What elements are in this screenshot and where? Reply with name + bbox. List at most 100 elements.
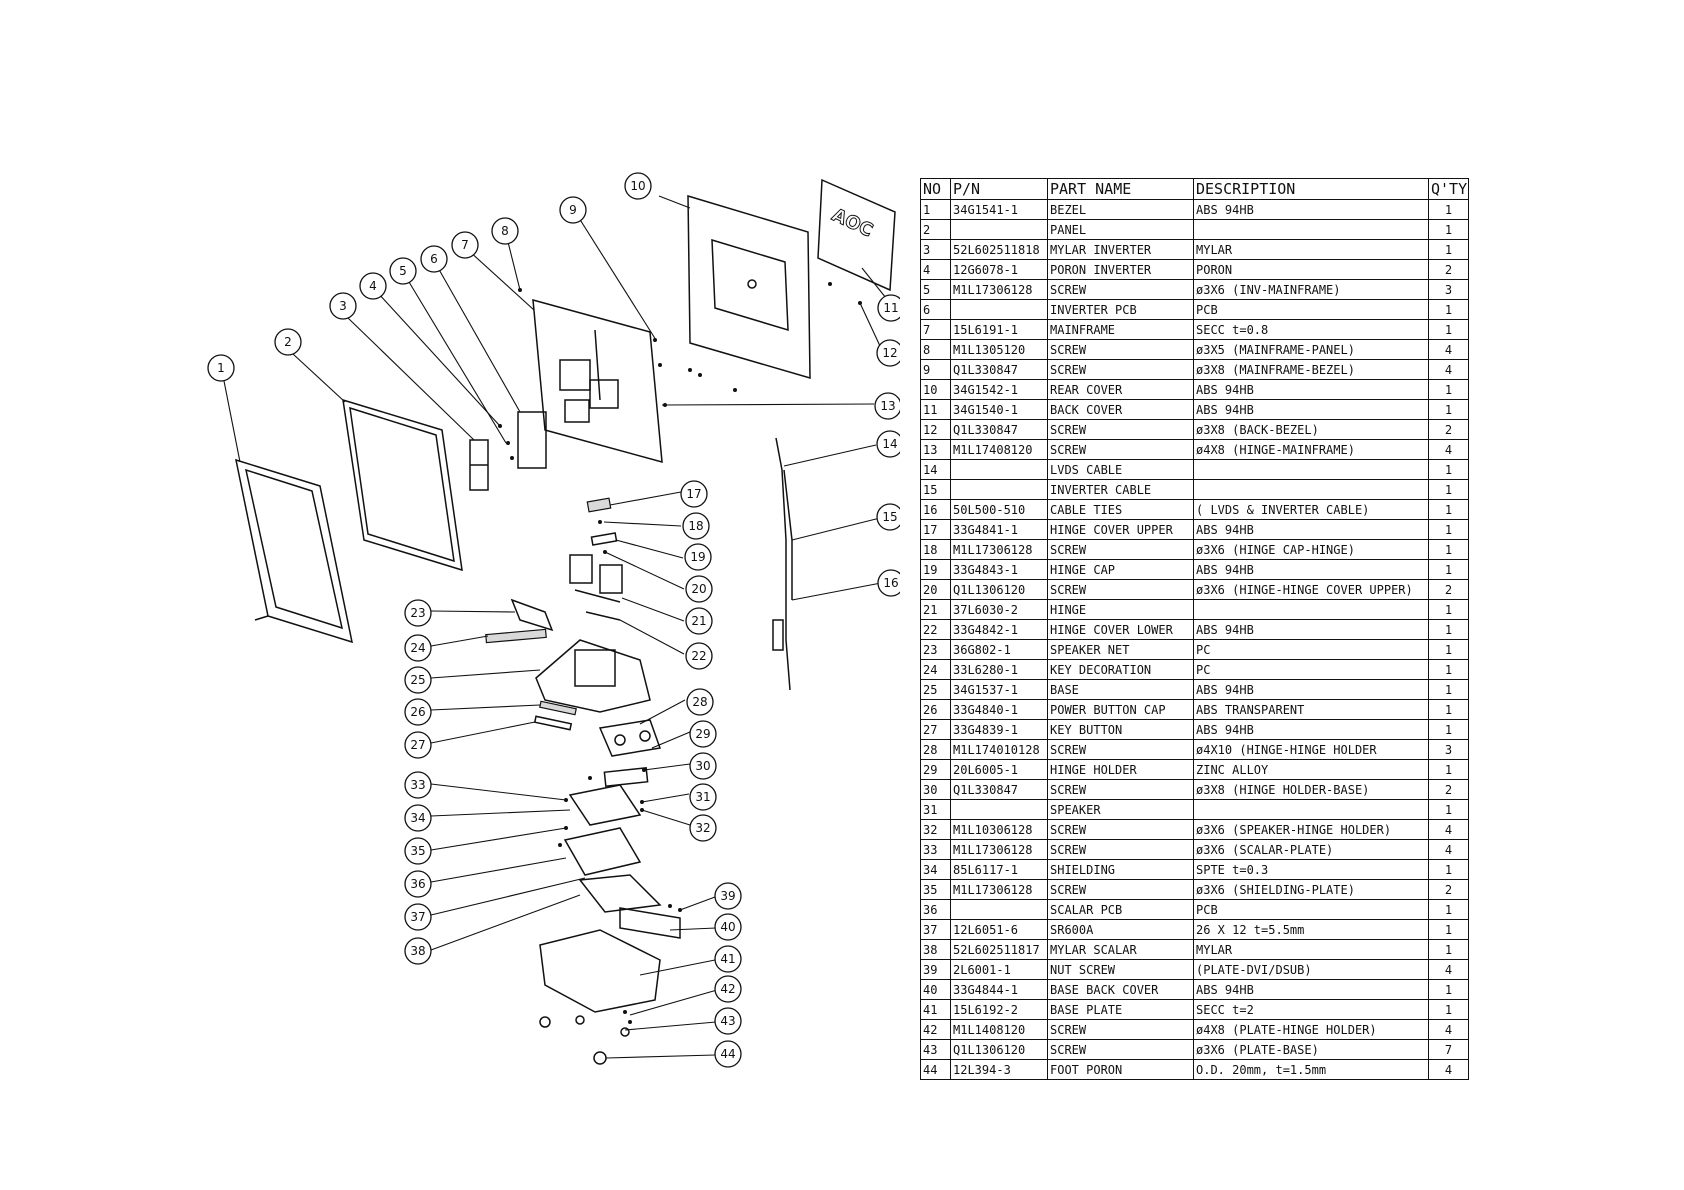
cell-qty: 1 bbox=[1428, 399, 1469, 420]
cell-qty: 1 bbox=[1428, 639, 1469, 660]
cell-part-name: MYLAR INVERTER bbox=[1047, 239, 1194, 260]
cell-description: PC bbox=[1193, 659, 1429, 680]
cell-description: MYLAR bbox=[1193, 239, 1429, 260]
cell-part-name: MYLAR SCALAR bbox=[1047, 939, 1194, 960]
cell-qty: 2 bbox=[1428, 579, 1469, 600]
cell-no: 16 bbox=[920, 499, 951, 520]
cell-description: ø3X5 (MAINFRAME-PANEL) bbox=[1193, 339, 1429, 360]
cell-qty: 1 bbox=[1428, 979, 1469, 1000]
cell-part-name: FOOT PORON bbox=[1047, 1059, 1194, 1080]
cell-description: ø3X8 (BACK-BEZEL) bbox=[1193, 419, 1429, 440]
cell-part-name: SR600A bbox=[1047, 919, 1194, 940]
svg-text:35: 35 bbox=[410, 844, 425, 858]
cell-pn: M1L174010128 bbox=[950, 739, 1048, 760]
cell-description: PORON bbox=[1193, 259, 1429, 280]
callout-17: 17 bbox=[680, 480, 708, 508]
callout-35: 35 bbox=[404, 837, 432, 865]
cell-part-name: INVERTER CABLE bbox=[1047, 479, 1194, 500]
cell-part-name: INVERTER PCB bbox=[1047, 299, 1194, 320]
callout-13: 13 bbox=[874, 392, 900, 420]
callout-39: 39 bbox=[714, 882, 742, 910]
cell-qty: 1 bbox=[1428, 939, 1469, 960]
cell-description bbox=[1193, 479, 1429, 500]
cell-qty: 1 bbox=[1428, 759, 1469, 780]
cell-description: ø3X6 (HINGE-HINGE COVER UPPER) bbox=[1193, 579, 1429, 600]
svg-text:25: 25 bbox=[410, 673, 425, 687]
cell-qty: 1 bbox=[1428, 679, 1469, 700]
cell-qty: 1 bbox=[1428, 319, 1469, 340]
cell-qty: 1 bbox=[1428, 799, 1469, 820]
bezel-part bbox=[235, 458, 353, 644]
cell-pn: 33G4842-1 bbox=[950, 619, 1048, 640]
cell-part-name: SCREW bbox=[1047, 439, 1194, 460]
callout-44: 44 bbox=[714, 1040, 742, 1068]
cell-description: ABS 94HB bbox=[1193, 559, 1429, 580]
header-qty: Q'TY bbox=[1428, 178, 1469, 200]
svg-text:37: 37 bbox=[410, 910, 425, 924]
cell-qty: 1 bbox=[1428, 859, 1469, 880]
leader-lines bbox=[223, 195, 887, 1059]
cell-pn bbox=[950, 479, 1048, 500]
svg-text:11: 11 bbox=[883, 301, 898, 315]
cell-pn: M1L17306128 bbox=[950, 839, 1048, 860]
cell-pn: 15L6191-1 bbox=[950, 319, 1048, 340]
cell-pn bbox=[950, 299, 1048, 320]
svg-text:8: 8 bbox=[501, 224, 509, 238]
cell-pn: Q1L330847 bbox=[950, 779, 1048, 800]
callout-11: 11 bbox=[877, 294, 900, 322]
table-header-row: NO P/N PART NAME DESCRIPTION Q'TY bbox=[920, 178, 1469, 200]
cables-part bbox=[772, 437, 793, 691]
svg-text:3: 3 bbox=[339, 299, 347, 313]
inverter-parts bbox=[469, 411, 547, 491]
svg-text:4: 4 bbox=[369, 279, 377, 293]
cell-part-name: HINGE CAP bbox=[1047, 559, 1194, 580]
cell-description: ABS 94HB bbox=[1193, 199, 1429, 220]
cell-no: 13 bbox=[920, 439, 951, 460]
cell-description: ø3X6 (PLATE-BASE) bbox=[1193, 1039, 1429, 1060]
header-no: NO bbox=[920, 178, 951, 200]
cell-no: 25 bbox=[920, 679, 951, 700]
svg-text:24: 24 bbox=[410, 641, 425, 655]
cell-no: 29 bbox=[920, 759, 951, 780]
cell-no: 33 bbox=[920, 839, 951, 860]
svg-text:36: 36 bbox=[410, 877, 425, 891]
svg-text:9: 9 bbox=[569, 203, 577, 217]
cell-qty: 1 bbox=[1428, 379, 1469, 400]
cell-no: 31 bbox=[920, 799, 951, 820]
cell-no: 1 bbox=[920, 199, 951, 220]
cell-qty: 2 bbox=[1428, 419, 1469, 440]
panel-part bbox=[342, 398, 463, 572]
cell-qty: 4 bbox=[1428, 959, 1469, 980]
hinge-holder-parts bbox=[588, 719, 662, 812]
cell-qty: 4 bbox=[1428, 819, 1469, 840]
back-cover-logo: AOC bbox=[829, 205, 876, 242]
cell-no: 7 bbox=[920, 319, 951, 340]
svg-text:10: 10 bbox=[630, 179, 645, 193]
callout-20: 20 bbox=[685, 575, 713, 603]
callout-1: 1 bbox=[207, 354, 235, 382]
cell-description: ( LVDS & INVERTER CABLE) bbox=[1193, 499, 1429, 520]
svg-text:19: 19 bbox=[690, 550, 705, 564]
callout-26: 26 bbox=[404, 698, 432, 726]
svg-text:1: 1 bbox=[217, 361, 225, 375]
cell-no: 42 bbox=[920, 1019, 951, 1040]
svg-text:14: 14 bbox=[882, 437, 897, 451]
cell-pn: 20L6005-1 bbox=[950, 759, 1048, 780]
callout-14: 14 bbox=[876, 430, 900, 458]
cell-no: 20 bbox=[920, 579, 951, 600]
cell-pn: M1L17306128 bbox=[950, 279, 1048, 300]
scalar-parts bbox=[558, 784, 662, 913]
cell-qty: 1 bbox=[1428, 619, 1469, 640]
cell-pn: 33G4840-1 bbox=[950, 699, 1048, 720]
cell-qty: 1 bbox=[1428, 479, 1469, 500]
back-cover-part: AOC bbox=[817, 178, 896, 292]
cell-pn: Q1L330847 bbox=[950, 419, 1048, 440]
cell-no: 12 bbox=[920, 419, 951, 440]
